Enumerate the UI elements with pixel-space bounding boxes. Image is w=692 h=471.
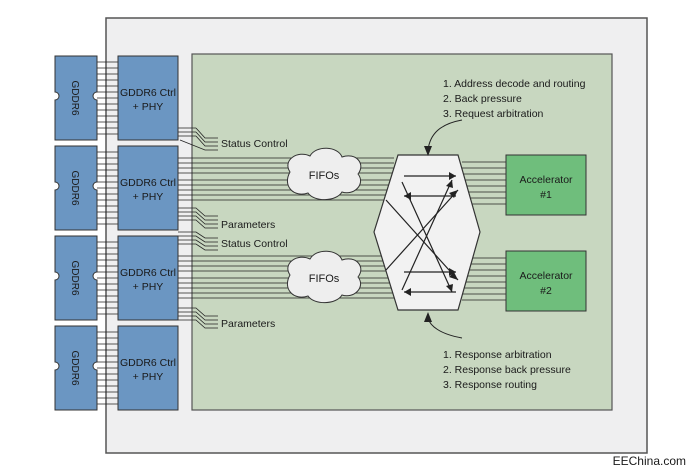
accelerator-1: Accelerator #1 (505, 154, 587, 216)
memory-chip-3: GDDR6 (54, 235, 98, 321)
controller-4: GDDR6 Ctrl + PHY (117, 325, 179, 411)
top-note-1: 1. Address decode and routing (443, 78, 586, 90)
bottom-note-3: 3. Response routing (443, 379, 537, 391)
memory-chip-label: GDDR6 (69, 350, 80, 385)
controller-2: GDDR6 Ctrl + PHY (117, 145, 179, 231)
memory-chip-1: GDDR6 (54, 55, 98, 141)
controller-label-line2: + PHY (133, 371, 164, 383)
top-note-2: 2. Back pressure (443, 93, 522, 105)
controller-label-line2: + PHY (133, 101, 164, 113)
status-control-label: Status Control (221, 138, 288, 150)
accelerator-2: Accelerator #2 (505, 250, 587, 312)
watermark-text: EEChina.com (613, 454, 686, 468)
memory-chip-2: GDDR6 (54, 145, 98, 231)
accelerator-label-line1: Accelerator (519, 270, 573, 282)
controller-3: GDDR6 Ctrl + PHY (117, 235, 179, 321)
parameters-label: Parameters (221, 219, 275, 231)
fifo-label: FIFOs (309, 273, 340, 285)
controller-label-line1: GDDR6 Ctrl (120, 357, 176, 369)
bottom-annotation-arrow (424, 312, 463, 339)
crossbar-switch (373, 154, 481, 311)
memory-chip-label: GDDR6 (69, 80, 80, 115)
controller-1: GDDR6 Ctrl + PHY (117, 55, 179, 141)
controller-label-line1: GDDR6 Ctrl (120, 177, 176, 189)
fifo-cloud-2: FIFOs (286, 250, 362, 304)
accelerator-label-line2: #1 (540, 189, 552, 201)
fifo-label: FIFOs (309, 170, 340, 182)
accelerator-label-line2: #2 (540, 285, 552, 297)
status-control-label: Status Control (221, 238, 288, 250)
accelerator-label-line1: Accelerator (519, 174, 573, 186)
fifo-cloud-1: FIFOs (286, 147, 362, 201)
memory-chip-label: GDDR6 (69, 170, 80, 205)
parameters-label: Parameters (221, 318, 275, 330)
top-note-3: 3. Request arbitration (443, 108, 544, 120)
controller-label-line1: GDDR6 Ctrl (120, 267, 176, 279)
controller-label-line2: + PHY (133, 281, 164, 293)
memory-chip-label: GDDR6 (69, 260, 80, 295)
bottom-note-2: 2. Response back pressure (443, 364, 571, 376)
bottom-note-1: 1. Response arbitration (443, 349, 552, 361)
controller-label-line2: + PHY (133, 191, 164, 203)
memory-chip-4: GDDR6 (54, 325, 98, 411)
top-annotation-arrow (424, 119, 463, 156)
memory-bus-wires (97, 61, 118, 405)
controller-label-line1: GDDR6 Ctrl (120, 87, 176, 99)
